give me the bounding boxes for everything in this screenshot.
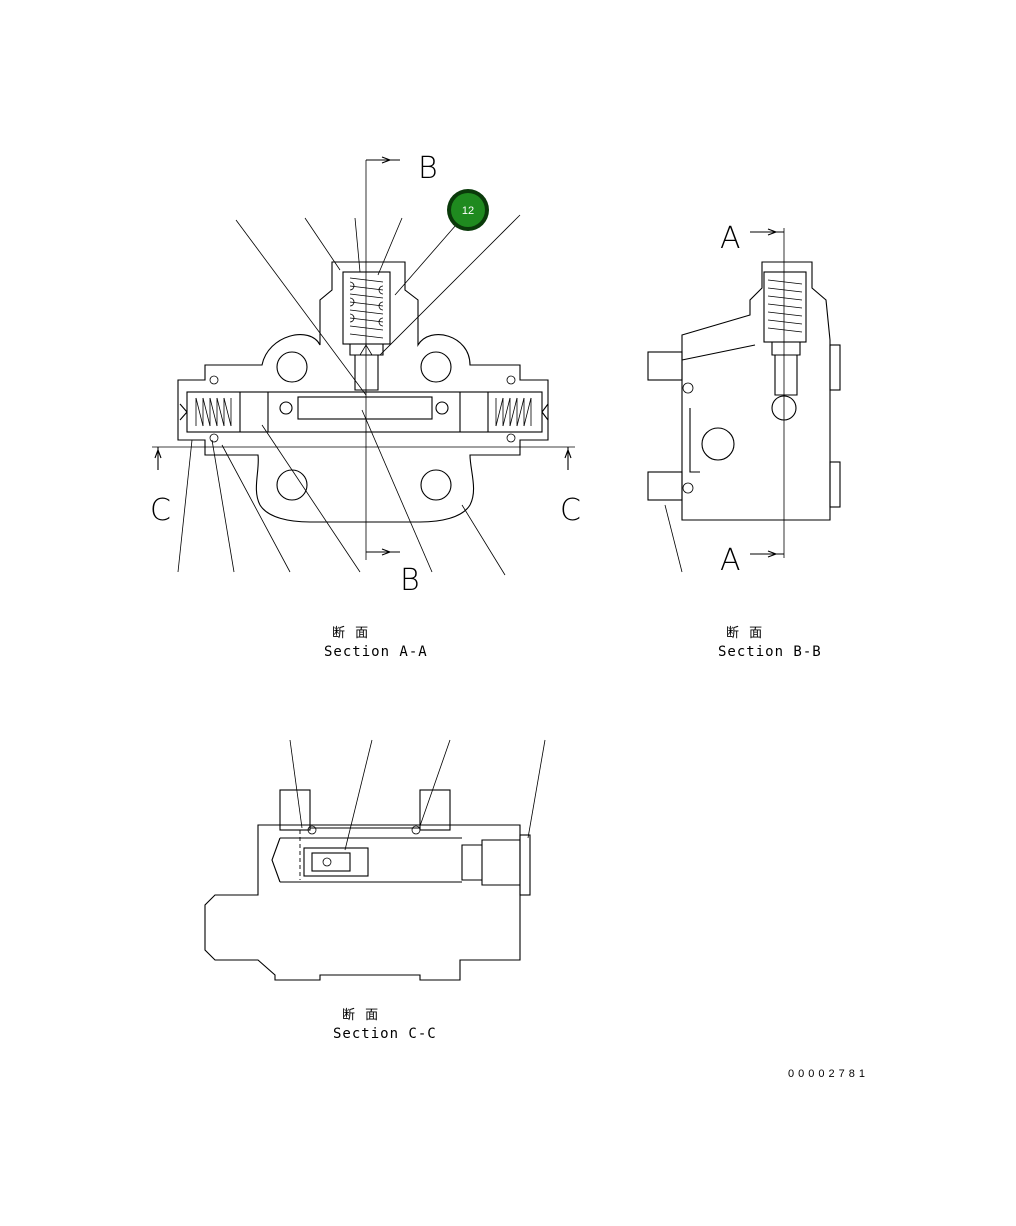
marker-b-top: B <box>418 151 438 186</box>
caption-bb-en: Section B-B <box>718 644 822 660</box>
caption-bb-jp: 断 面 <box>726 626 765 641</box>
callout-badge[interactable]: 12 <box>447 189 489 231</box>
caption-aa-en: Section A-A <box>324 644 428 660</box>
marker-c-right: C <box>560 493 581 528</box>
section-aa-view: B B C C <box>150 151 581 598</box>
caption-cc-en: Section C-C <box>333 1026 437 1042</box>
marker-b-bottom: B <box>400 563 420 598</box>
marker-a-top: A <box>720 221 741 256</box>
caption-aa-jp: 断 面 <box>332 626 371 641</box>
callout-label: 12 <box>462 205 474 217</box>
section-cc-view <box>204 739 546 981</box>
drawing-number: 00002781 <box>788 1068 869 1080</box>
section-bb-view: A A <box>647 221 841 578</box>
marker-a-bottom: A <box>720 543 741 578</box>
marker-c-left: C <box>150 493 171 528</box>
caption-cc-jp: 断 面 <box>342 1008 381 1023</box>
